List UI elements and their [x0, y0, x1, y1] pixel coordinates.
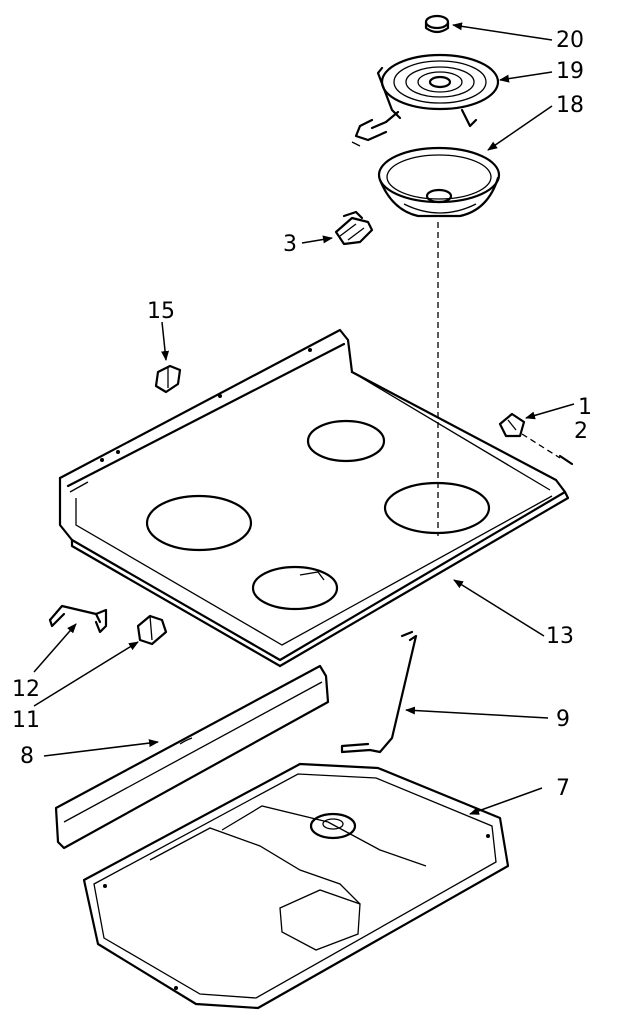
callout-2: 2 [574, 419, 588, 444]
part-11-clip [136, 614, 168, 646]
callout-1: 1 [578, 395, 592, 420]
callout-20: 20 [556, 28, 584, 53]
part-13-cooktop [58, 328, 570, 668]
callout-labels: 20 19 18 3 15 1 2 13 12 11 8 9 7 [12, 28, 592, 801]
callout-19: 19 [556, 59, 584, 84]
callout-13: 13 [546, 624, 574, 649]
callout-8: 8 [20, 744, 34, 769]
part-20-cap [424, 14, 450, 34]
part-8-front-strip [54, 664, 330, 850]
callout-12: 12 [12, 677, 40, 702]
callout-11: 11 [12, 708, 40, 733]
callout-7: 7 [556, 776, 570, 801]
part-3-terminal-block [334, 210, 374, 246]
part-1-bracket [498, 412, 526, 438]
part-19-surface-element [351, 53, 500, 147]
callout-15: 15 [147, 299, 175, 324]
part-15-clip [154, 364, 182, 394]
part-12-bracket [48, 604, 108, 634]
callout-18: 18 [556, 93, 584, 118]
leader-lines [33, 22, 575, 815]
part-9-rod [340, 630, 418, 754]
part-2-screw [521, 433, 574, 466]
part-7-bottom-tray [82, 762, 510, 1010]
part-18-drip-bowl [377, 146, 501, 218]
callout-9: 9 [556, 707, 570, 732]
callout-3: 3 [283, 232, 297, 257]
